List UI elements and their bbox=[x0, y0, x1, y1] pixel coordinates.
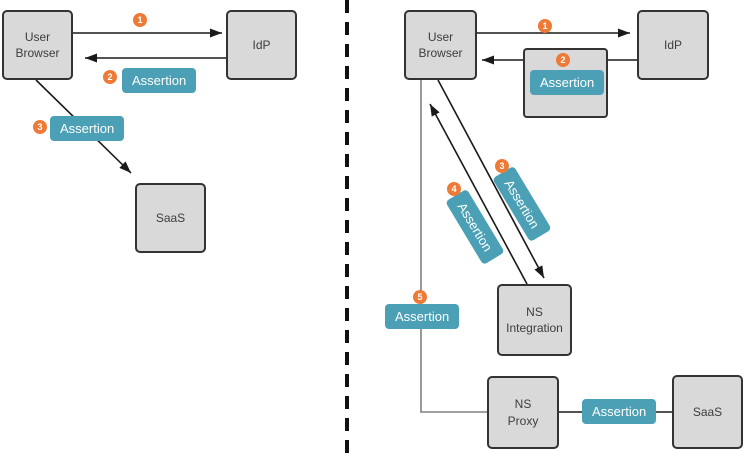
right-step-2-marker: 2 bbox=[556, 53, 570, 67]
right-node-ns-proxy: NS Proxy bbox=[487, 376, 559, 449]
right-node-ns-integration: NS Integration bbox=[497, 284, 572, 356]
right-step-5-marker: 5 bbox=[413, 290, 427, 304]
node-label: IdP bbox=[663, 37, 682, 52]
left-assertion-badge-step2: Assertion bbox=[122, 68, 197, 93]
right-line-browser-to-nsproxy bbox=[420, 80, 487, 413]
node-label: SaaS bbox=[155, 210, 186, 225]
right-assertion-badge-proxy-to-saas: Assertion bbox=[582, 399, 657, 424]
node-label: SaaS bbox=[692, 404, 723, 419]
right-assertion-badge-step5: Assertion bbox=[385, 304, 460, 329]
right-assertion-badge-step2: Assertion bbox=[530, 70, 605, 95]
left-step-3-marker: 3 bbox=[33, 120, 47, 134]
node-label: IdP bbox=[252, 37, 271, 52]
left-node-idp: IdP bbox=[226, 10, 297, 80]
node-label: User Browser bbox=[418, 29, 463, 60]
right-step-3-marker: 3 bbox=[495, 159, 509, 173]
right-arrow-browser-to-nsintegration bbox=[437, 79, 545, 279]
node-label: User Browser bbox=[15, 29, 60, 60]
node-label: NS Proxy bbox=[507, 397, 539, 428]
right-node-idp: IdP bbox=[637, 10, 709, 80]
right-node-saas: SaaS bbox=[672, 375, 743, 449]
left-node-saas: SaaS bbox=[135, 183, 206, 253]
left-node-user-browser: User Browser bbox=[2, 10, 73, 80]
right-step-1-marker: 1 bbox=[538, 19, 552, 33]
node-label: NS Integration bbox=[506, 304, 563, 335]
right-step-4-marker: 4 bbox=[447, 182, 461, 196]
left-step-2-marker: 2 bbox=[103, 70, 117, 84]
left-step-1-marker: 1 bbox=[133, 13, 147, 27]
right-node-user-browser: User Browser bbox=[404, 10, 477, 80]
right-arrow-nsintegration-to-browser bbox=[429, 103, 528, 285]
left-assertion-badge-step3: Assertion bbox=[50, 116, 125, 141]
